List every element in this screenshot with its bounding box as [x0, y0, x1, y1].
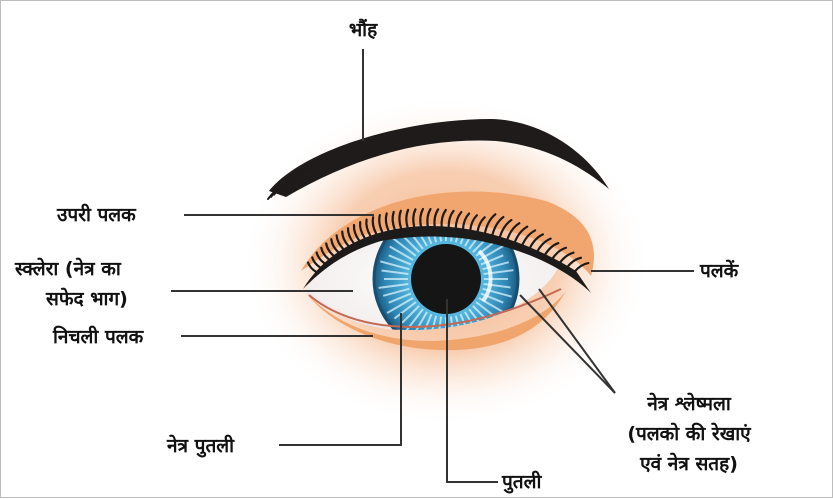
- label-eyebrow: भौंह: [323, 15, 403, 45]
- label-upper-eyelid: उपरी पलक: [57, 200, 136, 230]
- label-sclera-line2: सफेद भाग): [46, 284, 128, 314]
- label-conjunctiva-line2: (पलको की रेखाएं: [589, 419, 789, 449]
- label-conjunctiva-line1: नेत्र श्लेष्मला: [589, 389, 789, 419]
- label-eyelashes: पलकें: [700, 256, 738, 286]
- label-sclera-line1: स्क्लेरा (नेत्र का: [15, 254, 121, 284]
- label-lower-eyelid: निचली पलक: [53, 322, 143, 352]
- label-pupil: पुतली: [502, 467, 541, 497]
- label-iris: नेत्र पुतली: [167, 431, 234, 461]
- label-conjunctiva-line3: एवं नेत्र सतह): [589, 449, 789, 479]
